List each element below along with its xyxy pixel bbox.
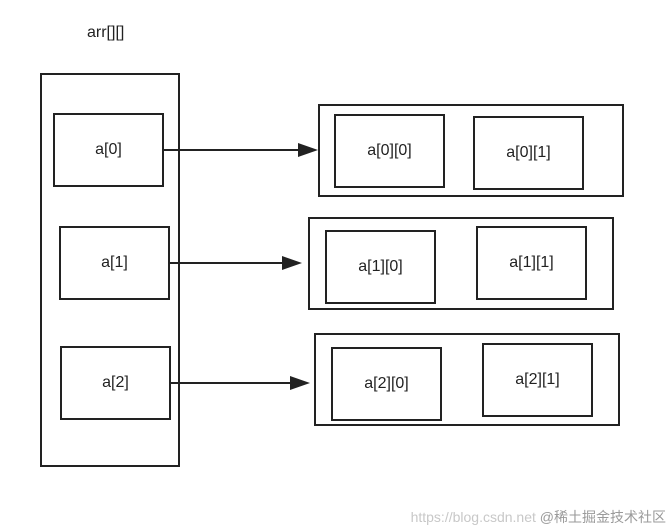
outer-element-a1: a[1] (59, 226, 170, 300)
arrow-a1 (170, 256, 302, 270)
outer-element-a0: a[0] (53, 113, 164, 187)
arrow-a0 (164, 143, 318, 157)
outer-element-a2: a[2] (60, 346, 171, 420)
inner-array-row-0 (318, 104, 624, 197)
watermark-url: https://blog.csdn.net (410, 509, 536, 525)
cell-a2-1: a[2][1] (482, 343, 593, 417)
cell-a2-0: a[2][0] (331, 347, 442, 421)
diagram-title: arr[][] (87, 24, 125, 41)
cell-a1-1: a[1][1] (476, 226, 587, 300)
cell-a0-1: a[0][1] (473, 116, 584, 190)
watermark-brand: @稀土掘金技术社区 (539, 509, 666, 525)
cell-a0-0: a[0][0] (334, 114, 445, 188)
outer-array-container (40, 73, 180, 467)
cell-a1-0: a[1][0] (325, 230, 436, 304)
arrow-a2 (171, 376, 310, 390)
inner-array-row-2 (314, 333, 620, 426)
watermark: https://blog.csdn.net @稀土掘金技术社区 (411, 507, 666, 527)
inner-array-row-1 (308, 217, 614, 310)
